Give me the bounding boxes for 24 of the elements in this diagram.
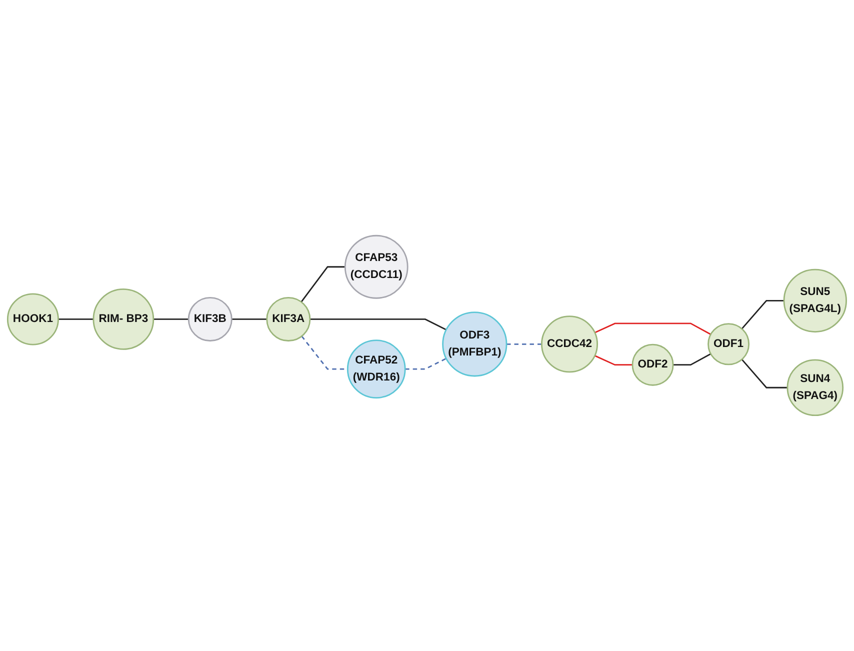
- connector: [594, 355, 633, 366]
- node-circle: RIM- BP3: [92, 288, 154, 350]
- connector: [300, 266, 346, 302]
- node-circle: SUN4 (SPAG4): [786, 359, 844, 416]
- node-circle: ODF3 (PMFBP1): [442, 312, 508, 377]
- node-circle: CCDC42: [541, 316, 598, 373]
- connector: [673, 353, 712, 366]
- connector: [741, 300, 784, 330]
- node-circle: SUN5 (SPAG4L): [783, 268, 848, 332]
- connector: [741, 359, 788, 388]
- connector: [232, 318, 267, 320]
- connector: [58, 318, 94, 320]
- connector: [405, 358, 447, 370]
- node-circle: KIF3A: [266, 296, 311, 342]
- node-circle: HOOK1: [6, 293, 59, 346]
- node-circle: ODF1: [708, 323, 750, 366]
- connector: [153, 318, 189, 320]
- connector: [594, 322, 712, 336]
- node-circle: ODF2: [632, 344, 674, 386]
- node-circle: CFAP52 (WDR16): [346, 340, 406, 399]
- connector: [506, 343, 542, 345]
- node-circle: CFAP53 (CCDC11): [344, 234, 408, 299]
- connector: [310, 318, 447, 330]
- node-circle: KIF3B: [188, 296, 232, 342]
